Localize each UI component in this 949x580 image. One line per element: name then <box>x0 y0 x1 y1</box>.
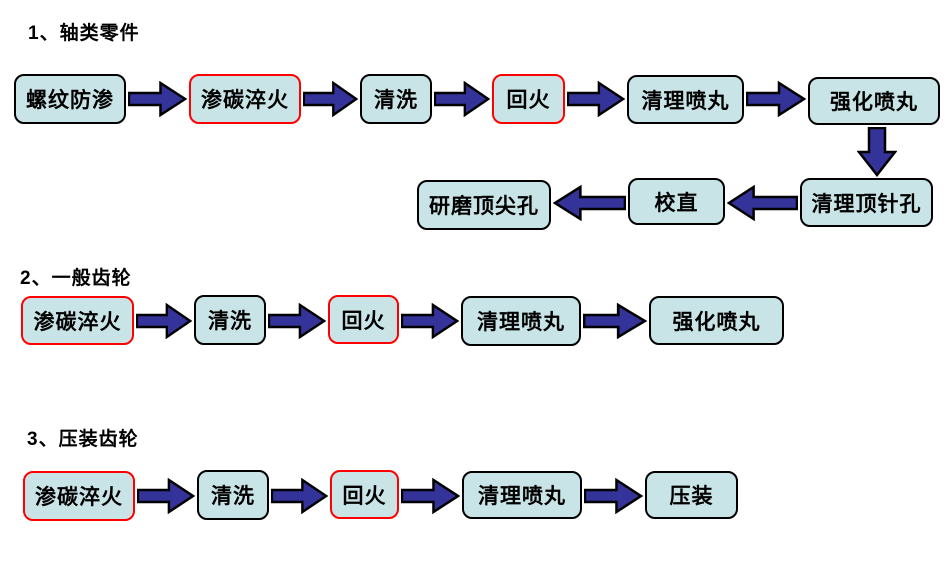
arrow-right-icon <box>137 478 195 514</box>
flow-node-tempering: 回火 <box>492 74 565 124</box>
arrow-right-icon <box>746 81 806 117</box>
flow-node-carburizing-quenching: 渗碳淬火 <box>23 471 135 521</box>
arrow-right-icon <box>401 303 459 339</box>
arrow-right-icon <box>401 478 460 514</box>
arrow-down-icon <box>857 127 897 177</box>
arrow-right-icon <box>567 81 625 117</box>
flow-node-cleaning: 清洗 <box>197 470 269 520</box>
arrow-right-icon <box>434 81 490 117</box>
flow-node-carburizing-quenching: 渗碳淬火 <box>189 74 301 124</box>
flow-node-thread-anti-carburizing: 螺纹防渗 <box>14 74 126 124</box>
section-heading-shaft-parts: 1、轴类零件 <box>28 23 140 44</box>
flow-node-strengthening-shot-peening: 强化喷丸 <box>649 296 784 345</box>
arrow-left-icon <box>727 185 798 221</box>
arrow-right-icon <box>128 81 187 117</box>
arrow-right-icon <box>584 478 643 514</box>
arrow-left-icon <box>553 185 626 221</box>
flow-node-cleanup-shot-blasting: 清理喷丸 <box>627 75 744 124</box>
arrow-right-icon <box>303 81 358 117</box>
flow-node-cleanup-shot-blasting: 清理喷丸 <box>462 471 582 519</box>
flow-node-cleaning: 清洗 <box>360 74 432 124</box>
section-heading-general-gears: 2、一般齿轮 <box>20 268 132 289</box>
flow-node-carburizing-quenching: 渗碳淬火 <box>21 296 134 345</box>
flow-node-straightening: 校直 <box>628 178 725 225</box>
flow-node-cleanup-shot-blasting: 清理喷丸 <box>461 296 581 346</box>
arrow-right-icon <box>271 478 328 514</box>
section-heading-press-fit-gears: 3、压装齿轮 <box>27 429 139 450</box>
arrow-right-icon <box>136 303 192 339</box>
flow-node-cleaning: 清洗 <box>194 295 266 345</box>
arrow-right-icon <box>583 303 647 339</box>
flow-node-grind-center-hole: 研磨顶尖孔 <box>417 180 551 230</box>
flow-node-tempering: 回火 <box>330 470 399 519</box>
flow-node-strengthening-shot-peening: 强化喷丸 <box>808 77 940 125</box>
flow-node-tempering: 回火 <box>328 295 399 344</box>
arrow-right-icon <box>268 303 326 339</box>
flow-node-clean-center-pin-hole: 清理顶针孔 <box>800 178 933 227</box>
flow-node-press-fit: 压装 <box>645 471 738 519</box>
